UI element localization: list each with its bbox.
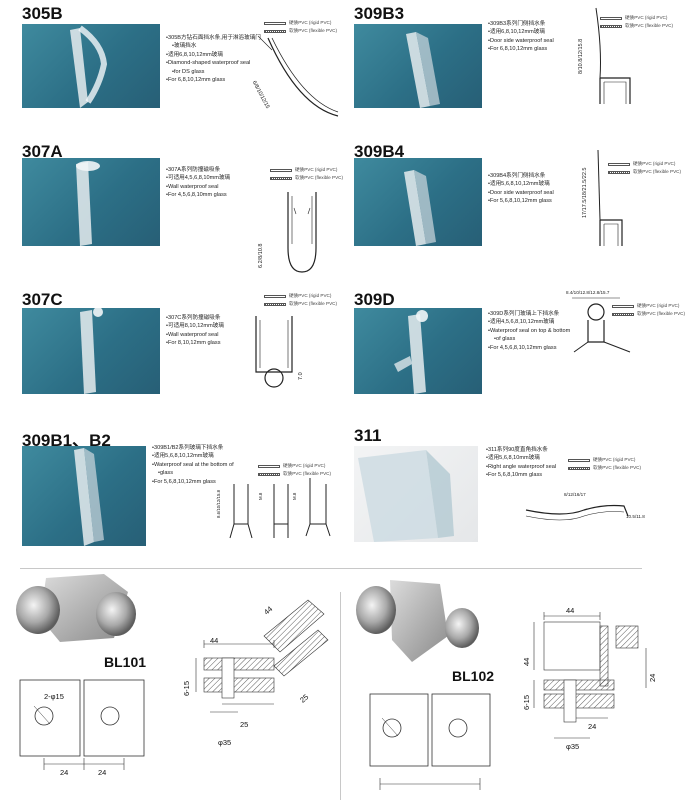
dimension-label: φ35 (566, 742, 580, 751)
material-legend: 硬质PVC (rigid PVC) 软质PVC (flexible PVC) (608, 160, 681, 176)
seal-profile-icon (358, 450, 454, 542)
seal-profile-icon (70, 25, 108, 108)
profile-cross-section-a (229, 484, 253, 539)
dimension-label: 44 (210, 636, 219, 645)
profile-photo (22, 24, 160, 108)
seal-profile-icon (80, 308, 103, 394)
material-legend: 硬质PVC (rigid PVC) 软质PVC (flexible PVC) (612, 302, 685, 318)
profile-title: 307C (22, 290, 63, 309)
dimension-label: 44 (522, 657, 531, 666)
seal-profile-icon (394, 310, 428, 394)
material-legend: 硬质PVC (rigid PVC) 软质PVC (flexible PVC) (258, 462, 331, 478)
dimension-label: 8/12/16/17 (564, 492, 586, 497)
profile-photo (354, 24, 482, 108)
profile-cross-section (572, 297, 631, 353)
seal-profile-icon (74, 448, 104, 546)
profile-title: 309D (354, 290, 395, 309)
seal-profile-icon (406, 32, 440, 108)
profile-bullets: 309B4系列门侧挡水条适用5,6,8,10,12mm玻璃Door side w… (488, 172, 554, 206)
dimension-label: 24 (588, 722, 597, 731)
hinge-photo (16, 574, 136, 642)
hinge-section-diagram (195, 599, 329, 713)
dimension-label: 44 (566, 606, 575, 615)
seal-profile-icon (76, 161, 100, 246)
profile-cross-section (595, 7, 631, 104)
profile-cross-section (255, 316, 293, 388)
hinge-plate-diagram (369, 693, 491, 790)
profile-photo (22, 308, 160, 394)
profile-photo (22, 446, 146, 546)
profile-bullets: 309D系列门玻璃上下挡水条适用4,5,6,8,10,12mm玻璃Waterpr… (488, 310, 570, 352)
dimension-label: M.8 (292, 492, 297, 500)
profile-cross-section (257, 35, 339, 117)
profile-photo (22, 158, 160, 246)
profile-title: 309B4 (354, 142, 405, 161)
dimension-label: 24 (60, 768, 69, 777)
profile-photo (354, 308, 482, 394)
product-code: BL102 (452, 668, 495, 684)
profile-bullets: 309B3系列门侧挡水条适用6,8,10,12mm玻璃Door side wat… (488, 20, 554, 54)
hinge-photo (356, 580, 479, 662)
dimension-label: 6.2/8/10.8 (258, 243, 264, 268)
profile-photo (354, 446, 478, 542)
profile-title: 309B1、B2 (22, 431, 111, 450)
dimension-label: φ35 (218, 738, 232, 747)
material-legend: 硬质PVC (rigid PVC) 软质PVC (flexible PVC) (568, 456, 641, 472)
dimension-label: 8.6/10/12/15.8 (216, 489, 221, 518)
profile-bullets: 309B1/B2系列玻璃下挡水条适用5,6,8,10,12mm玻璃Waterpr… (152, 444, 234, 486)
dimension-label: 7.0 (298, 372, 304, 380)
seal-profile-icon (404, 170, 436, 246)
profile-cross-section (597, 149, 623, 246)
profile-cross-section-c (305, 478, 331, 537)
dimension-label: 8.4/10/12.8/12.8/15.7 (566, 290, 610, 295)
product-code: BL101 (104, 654, 147, 670)
dimension-label: 10.5/11.8 (626, 514, 645, 519)
profile-cross-section-b (273, 484, 289, 538)
profile-title: 311 (354, 426, 382, 445)
profile-bullets: 311系列90度直角挡水条适用5,6,8,10mm玻璃Right angle w… (486, 446, 556, 480)
material-legend: 硬质PVC (rigid PVC) 软质PVC (flexible PVC) (264, 19, 337, 35)
dimension-label: 25 (240, 720, 249, 729)
dimension-label: 17/17.5/18/21.5/22.5 (582, 167, 588, 218)
profile-bullets: 307A系列防撞磁吸条可适用4,5,6,8,10mm玻璃Wall waterpr… (166, 166, 230, 200)
dimension-label: 24 (648, 673, 657, 682)
material-legend: 硬质PVC (rigid PVC) 软质PVC (flexible PVC) (270, 166, 343, 182)
profile-bullets: 305B方钻石面挡水条,用于淋浴玻璃门玻璃挡水适用6,8,10,12mm玻璃Di… (166, 34, 261, 84)
column-divider (340, 592, 341, 800)
profile-title: 305B (22, 4, 63, 23)
profile-title: 309B3 (354, 4, 405, 23)
dimension-label: 6-15 (522, 694, 531, 710)
dimension-label: 6-15 (182, 680, 191, 696)
dimension-label: 2-φ15 (44, 692, 64, 701)
profile-cross-section (525, 504, 629, 521)
profile-title: 307A (22, 142, 63, 161)
dimension-label: 8/10.8/12/15.8 (578, 38, 584, 74)
profile-bullets: 307C系列防撞磁吸条可适用8,10,12mm玻璃Wall waterproof… (166, 314, 224, 348)
material-legend: 硬质PVC (rigid PVC) 软质PVC (flexible PVC) (264, 292, 337, 308)
dimension-label: M.8 (258, 492, 263, 500)
material-legend: 硬质PVC (rigid PVC) 软质PVC (flexible PVC) (600, 14, 673, 30)
profile-photo (354, 158, 482, 246)
hinge-plate-diagram (19, 679, 145, 770)
section-divider (20, 568, 642, 569)
hinge-section-diagram (533, 612, 647, 739)
dimension-label: 24 (98, 768, 107, 777)
profile-cross-section (287, 192, 317, 273)
